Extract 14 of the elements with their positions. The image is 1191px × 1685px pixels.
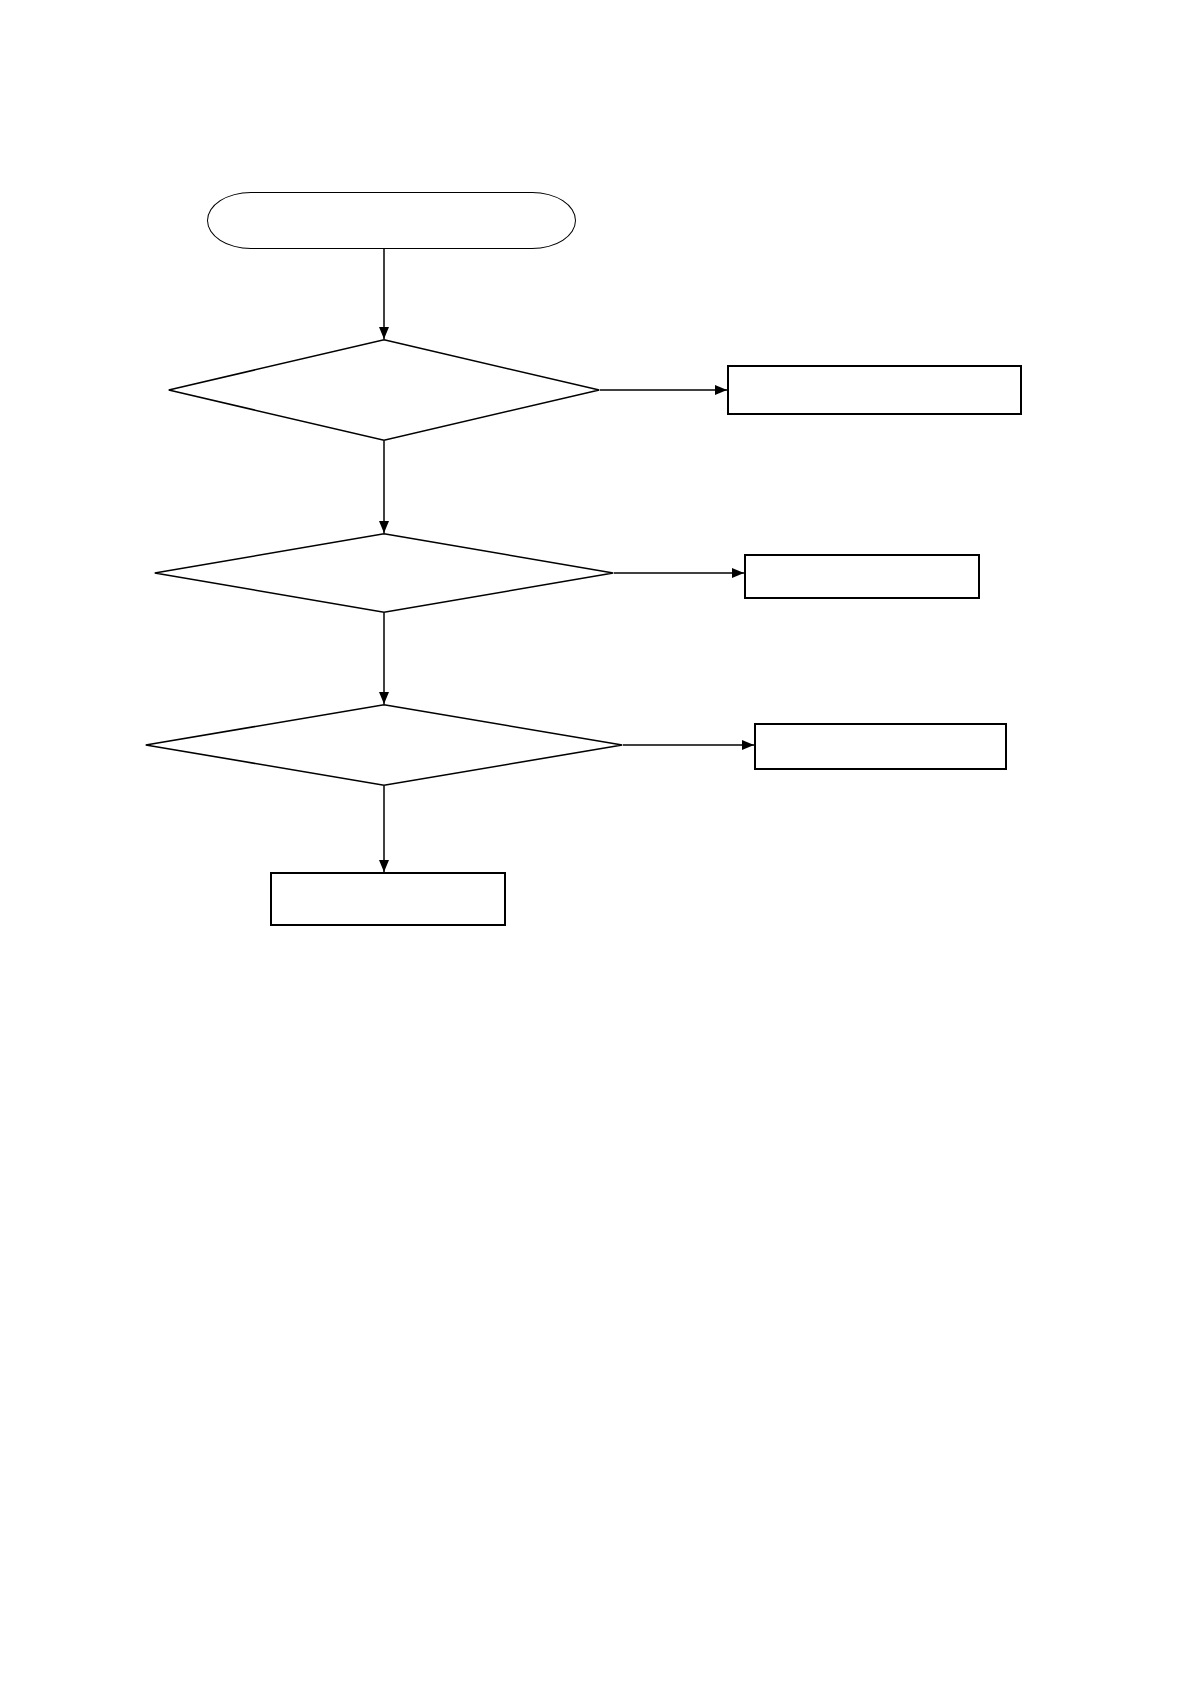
process-box	[744, 554, 980, 599]
arrow	[622, 740, 755, 750]
arrow	[599, 385, 728, 395]
process-box	[270, 872, 506, 926]
arrow	[379, 612, 389, 705]
decision-diamond	[145, 704, 623, 786]
process-box	[727, 365, 1022, 415]
arrow	[379, 440, 389, 534]
arrow	[379, 785, 389, 873]
arrow	[379, 248, 389, 340]
arrow	[613, 568, 745, 578]
process-box	[754, 723, 1007, 770]
decision-diamond	[168, 339, 600, 441]
decision-diamond	[154, 533, 614, 613]
